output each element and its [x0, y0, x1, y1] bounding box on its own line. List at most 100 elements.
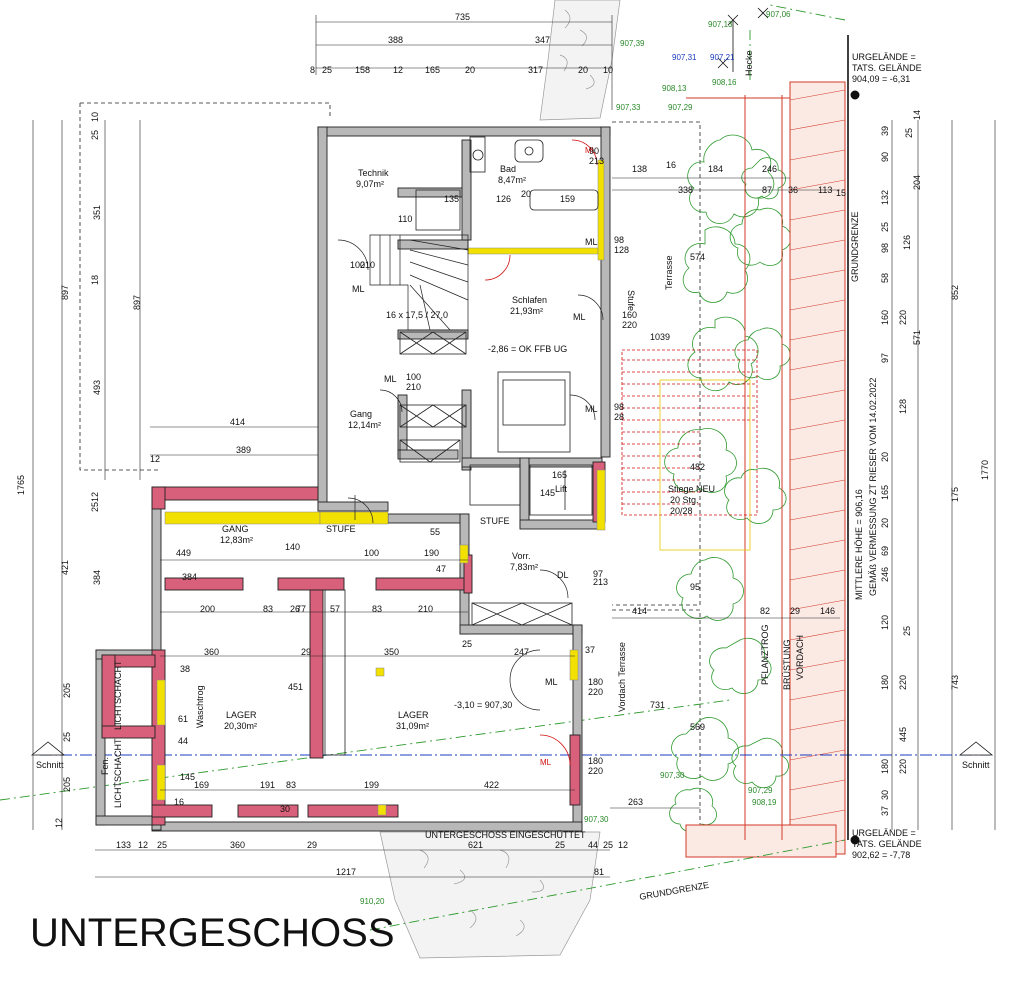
plan-note: TATS. GELÄNDE: [852, 63, 922, 73]
elevation-green: 908,19: [752, 798, 777, 807]
dimension-inner: 220: [622, 320, 637, 330]
dimension-left: 384: [92, 570, 102, 585]
dimension-top: 20: [578, 65, 588, 75]
elevation-green: 907,39: [620, 39, 645, 48]
dimension-top: 8: [310, 65, 315, 75]
dimension-inner: 220: [588, 687, 603, 697]
internal-stair: [369, 234, 469, 331]
dimension-left: 421: [60, 560, 70, 575]
dimension-inner: 15: [836, 188, 846, 198]
room-name: Gang: [350, 409, 372, 419]
dimension-inner: 87: [762, 185, 772, 195]
dimension-right: 25: [902, 626, 912, 636]
terrain-lines: [0, 4, 846, 931]
dimension-inner: 90: [589, 146, 599, 156]
room-area: 31,09m²: [396, 721, 429, 731]
dimension-inner: 38: [180, 664, 190, 674]
elevation-blue: 907,21: [710, 53, 735, 62]
dimension-inner: 451: [288, 682, 303, 692]
plan-note: PFLANZTROG: [760, 624, 770, 685]
dimension-bottom: 29: [307, 840, 317, 850]
dimension-right: 97: [880, 353, 890, 363]
dimension-right: 220: [898, 675, 908, 690]
dimension-bottom: 12: [138, 840, 148, 850]
room-area: 7,83m²: [510, 562, 538, 572]
dimension-left: 205: [62, 777, 72, 792]
dimension-right: 58: [880, 273, 890, 283]
dimension-inner: 360: [204, 647, 219, 657]
dimension-right: 175: [950, 487, 960, 502]
elevation-green: 908,13: [662, 84, 687, 93]
planter-strip: [685, 81, 846, 858]
dimension-top: 158: [355, 65, 370, 75]
dimension-top: 317: [528, 65, 543, 75]
plan-note: Terrasse: [664, 255, 674, 290]
existing-walls: [95, 126, 611, 832]
outdoor-stair: [621, 349, 758, 551]
dimension-inner: 213: [589, 156, 604, 166]
plan-note: GEMÄß VERMESSUNG ZT RIESER VOM 14.02.202…: [868, 378, 878, 596]
dimension-inner: 199: [364, 780, 379, 790]
plan-note: ML: [545, 677, 558, 687]
dimension-top: 12: [393, 65, 403, 75]
dimension-bottom: 44: [588, 840, 598, 850]
dimension-inner: 82: [760, 606, 770, 616]
elevation-green: 910,20: [360, 897, 385, 906]
dimension-inner: 210: [360, 260, 375, 270]
dimension-right: 132: [880, 190, 890, 205]
dimension-right: 160: [880, 310, 890, 325]
dimension-right: 90: [880, 152, 890, 162]
plan-note: ML: [573, 312, 586, 322]
dimension-top: 20: [465, 65, 475, 75]
room-name: Schlafen: [512, 295, 547, 305]
yellow-elements: [156, 159, 606, 816]
dimension-inner: 574: [690, 252, 705, 262]
dimension-inner: 12: [150, 454, 160, 464]
dimension-inner: 190: [424, 548, 439, 558]
dashed-outlines: [79, 102, 701, 832]
plan-note: UNTERGESCHOSS EINGESCHÜTTET: [425, 830, 586, 840]
drawing-title: UNTERGESCHOSS: [30, 911, 395, 955]
property-boundary: [717, 7, 860, 845]
dimension-inner: 36: [788, 185, 798, 195]
dimension-inner: 140: [285, 542, 300, 552]
dimension-left: 12: [54, 818, 64, 828]
dimension-right: 14: [912, 110, 922, 120]
dimension-inner: 55: [430, 527, 440, 537]
dimension-inner: 83: [263, 604, 273, 614]
dimension-left: 25: [62, 732, 72, 742]
dimension-inner: 422: [484, 780, 499, 790]
dimension-inner: 338: [678, 185, 693, 195]
dimension-right: 128: [898, 399, 908, 414]
door-swings: [337, 239, 604, 711]
plan-labels: Technik9,07m²Bad8,47m²Schlafen21,93m²Gan…: [16, 10, 990, 906]
dimension-inner: 731: [650, 700, 665, 710]
plan-note: -3,10 = 907,30: [454, 700, 512, 710]
room-area: 20,30m²: [224, 721, 257, 731]
dimension-inner: 263: [628, 797, 643, 807]
dimension-bottom: 25: [603, 840, 613, 850]
dimension-inner: 25: [462, 639, 472, 649]
dimension-inner: 29: [790, 606, 800, 616]
dimension-inner: 449: [176, 548, 191, 558]
dimension-inner: 414: [230, 417, 245, 427]
dimension-left: 351: [92, 205, 102, 220]
dimension-inner: 247: [514, 647, 529, 657]
elevation-green: 907,30: [584, 815, 609, 824]
dimension-inner: 350: [384, 647, 399, 657]
dimension-top: 388: [388, 35, 403, 45]
dimension-inner: 159: [560, 194, 575, 204]
plan-note: BRÜSTUNG: [782, 639, 792, 690]
dimension-inner: 126: [496, 194, 511, 204]
dimension-inner: 135: [444, 194, 459, 204]
room-area: 21,93m²: [510, 306, 543, 316]
dimension-inner: 384: [182, 572, 197, 582]
dimension-inner: 569: [690, 722, 705, 732]
dimension-inner: 145: [540, 488, 555, 498]
plan-note: VORDACH: [795, 635, 805, 680]
dimension-bottom: 81: [594, 867, 604, 877]
dimension-inner: 83: [286, 780, 296, 790]
dimension-inner: 184: [708, 164, 723, 174]
dimension-inner: 44: [178, 736, 188, 746]
dimension-right: 743: [950, 675, 960, 690]
